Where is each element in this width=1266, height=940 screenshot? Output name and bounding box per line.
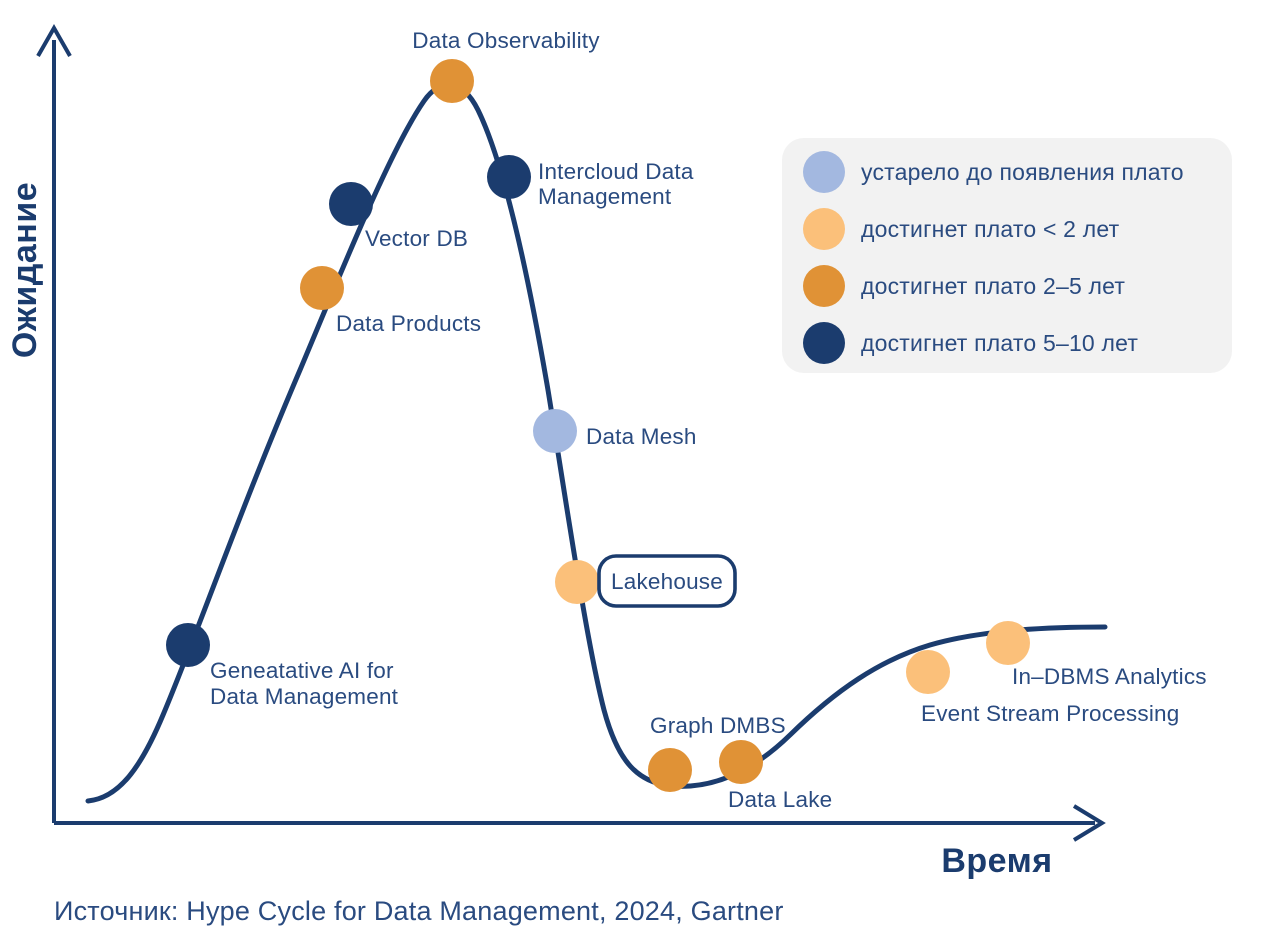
data-point-vector-db[interactable]: Vector DB xyxy=(329,182,468,251)
point-label-line-1: In–DBMS Analytics xyxy=(1012,664,1207,689)
legend-swatch-icon xyxy=(803,265,845,307)
point-label-line-2: Data Management xyxy=(210,684,399,709)
legend-item-label: достигнет плато 5–10 лет xyxy=(861,330,1138,356)
point-marker-dot[interactable] xyxy=(648,748,692,792)
point-marker-dot[interactable] xyxy=(533,409,577,453)
legend-item-label: достигнет плато < 2 лет xyxy=(861,216,1120,242)
legend-item-label: достигнет плато 2–5 лет xyxy=(861,273,1125,299)
point-label-line-1: Data Mesh xyxy=(586,424,697,449)
point-label-line-1: Lakehouse xyxy=(611,569,723,594)
data-point-lakehouse[interactable]: Lakehouse xyxy=(555,554,737,608)
data-point-graph-dmbs[interactable]: Graph DMBS xyxy=(648,713,786,792)
point-label-line-1: Data Observability xyxy=(412,28,600,53)
legend-item-obsolete-before-plateau[interactable]: устарело до появления плато xyxy=(803,151,1184,193)
point-marker-dot[interactable] xyxy=(719,740,763,784)
data-point-data-mesh[interactable]: Data Mesh xyxy=(533,409,697,453)
x-axis-arrowhead xyxy=(1072,804,1106,842)
point-marker-dot[interactable] xyxy=(430,59,474,103)
legend-background xyxy=(782,138,1232,373)
axes-group xyxy=(36,23,1106,842)
legend-item-label: устарело до появления плато xyxy=(861,159,1184,185)
data-point-data-products[interactable]: Data Products xyxy=(300,266,481,336)
data-points-group: Geneatative AI for Data Management Data … xyxy=(166,28,1207,812)
hype-cycle-curve xyxy=(85,82,1108,804)
y-axis-arrowhead xyxy=(36,23,72,57)
point-marker-dot[interactable] xyxy=(986,621,1030,665)
data-point-in-dbms-analytics[interactable]: In–DBMS Analytics xyxy=(986,621,1207,689)
point-marker-dot[interactable] xyxy=(329,182,373,226)
data-point-data-observability[interactable]: Data Observability xyxy=(412,28,600,103)
point-marker-dot[interactable] xyxy=(555,560,599,604)
lakehouse-highlight-box[interactable] xyxy=(597,554,737,608)
point-marker-dot[interactable] xyxy=(487,155,531,199)
legend-swatch-icon xyxy=(803,208,845,250)
legend-item-plateau-under-2-years[interactable]: достигнет плато < 2 лет xyxy=(803,208,1120,250)
point-marker-dot[interactable] xyxy=(300,266,344,310)
data-point-event-stream-processing[interactable]: Event Stream Processing xyxy=(906,650,1179,726)
y-axis-title: Ожидание xyxy=(6,182,44,358)
legend-item-plateau-5-10-years[interactable]: достигнет плато 5–10 лет xyxy=(803,322,1138,364)
point-label-line-1: Intercloud Data xyxy=(538,159,694,184)
data-point-data-lake[interactable]: Data Lake xyxy=(719,740,832,812)
legend-swatch-icon xyxy=(803,151,845,193)
legend-swatch-icon xyxy=(803,322,845,364)
legend-panel-group: устарело до появления плато достигнет пл… xyxy=(782,138,1232,373)
point-label-line-1: Geneatative AI for xyxy=(210,658,394,683)
data-point-intercloud-data-management[interactable]: Intercloud Data Management xyxy=(487,155,694,209)
point-label-line-1: Vector DB xyxy=(365,226,468,251)
point-label-line-1: Graph DMBS xyxy=(650,713,786,738)
legend-item-plateau-2-5-years[interactable]: достигнет плато 2–5 лет xyxy=(803,265,1125,307)
point-marker-dot[interactable] xyxy=(166,623,210,667)
point-label-line-1: Event Stream Processing xyxy=(921,701,1179,726)
point-marker-dot[interactable] xyxy=(906,650,950,694)
data-point-geneatative-ai-for-data-management[interactable]: Geneatative AI for Data Management xyxy=(166,623,399,709)
point-label-line-1: Data Lake xyxy=(728,787,832,812)
x-axis-title: Время xyxy=(941,842,1052,880)
point-label-line-2: Management xyxy=(538,184,672,209)
point-label-line-1: Data Products xyxy=(336,311,481,336)
source-caption: Источник: Hype Cycle for Data Management… xyxy=(54,896,784,926)
